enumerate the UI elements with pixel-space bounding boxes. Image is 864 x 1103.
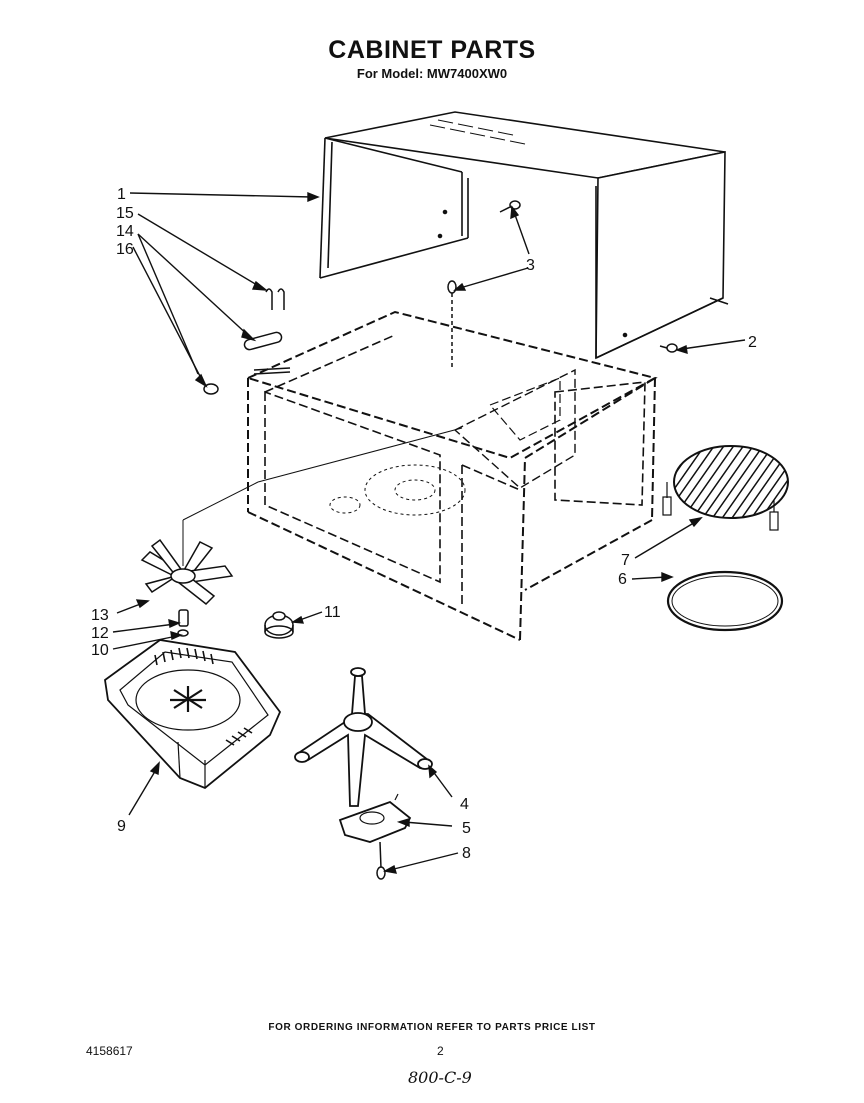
page-title: CABINET PARTS — [328, 36, 536, 64]
cavity-floor-marks — [329, 464, 466, 516]
turntable-support-part-4 — [294, 667, 433, 807]
callout-7: 7 — [621, 552, 630, 569]
model-subtitle: For Model: MW7400XW0 — [356, 66, 508, 81]
callout-2: 2 — [748, 334, 757, 351]
outer-cabinet-wrapper — [319, 111, 729, 360]
handwritten-note: 800-C-9 — [408, 1068, 472, 1087]
callout-6: 6 — [618, 571, 627, 588]
grill-rack-part-7 — [662, 445, 789, 531]
motor-coupler-part-11 — [264, 611, 294, 639]
callout-11: 11 — [324, 604, 341, 621]
clips-parts-15-14-16 — [203, 288, 291, 395]
callout-1: 1 — [117, 186, 126, 203]
screw-part-2 — [659, 343, 678, 353]
page-number: 2 — [437, 1044, 444, 1058]
callout-15: 15 — [116, 205, 134, 222]
callout-13: 13 — [91, 607, 109, 624]
callout-14: 14 — [116, 223, 134, 240]
callout-16: 16 — [116, 241, 134, 258]
callout-8: 8 — [462, 845, 471, 862]
callout-12: 12 — [91, 625, 109, 642]
stirrer-fan-part-13 — [140, 427, 463, 606]
turntable-motor-part-5 — [338, 793, 412, 843]
leader-lines — [112, 191, 746, 874]
screw-part-3-upper — [499, 200, 521, 213]
screw-part-3-lower — [447, 280, 457, 368]
callout-3: 3 — [526, 257, 535, 274]
ordering-info-footer: FOR ORDERING INFORMATION REFER TO PARTS … — [268, 1022, 596, 1033]
callout-4: 4 — [460, 796, 469, 813]
callout-numbers: 1 15 14 16 3 2 7 6 13 12 10 11 4 5 8 9 — [91, 186, 757, 862]
callout-5: 5 — [462, 820, 471, 837]
roller-ring-part-6 — [666, 570, 784, 632]
stirrer-cover-part-9 — [104, 639, 282, 790]
bearing-parts-12-10 — [177, 609, 189, 637]
motor-screw-part-8 — [376, 841, 386, 880]
oven-cavity-dashed — [245, 310, 658, 641]
callout-10: 10 — [91, 642, 109, 659]
document-number: 4158617 — [86, 1044, 133, 1058]
callout-9: 9 — [117, 818, 126, 835]
